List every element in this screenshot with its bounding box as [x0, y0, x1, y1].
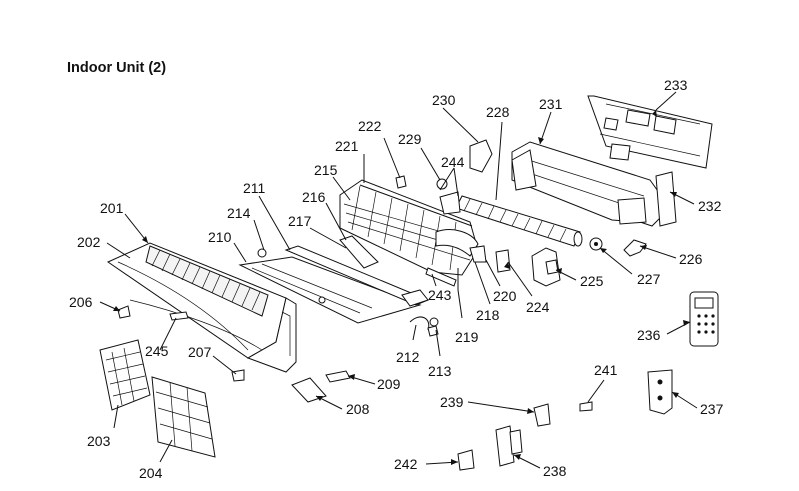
callout-244: 244 — [441, 154, 465, 170]
callout-219: 219 — [455, 329, 479, 345]
small-part-239 — [533, 403, 551, 427]
intake-grille — [145, 245, 269, 317]
small-part-220-body — [469, 245, 487, 263]
evaporator-coil-part — [339, 179, 479, 276]
callout-227: 227 — [637, 271, 661, 287]
callout-239: 239 — [440, 394, 464, 410]
callout-243: 243 — [428, 287, 452, 303]
callout-231: 231 — [539, 96, 563, 112]
callout-211: 211 — [243, 180, 266, 196]
small-part-209 — [325, 370, 351, 383]
mounting-plate-part — [587, 95, 713, 169]
remote-control-part — [689, 291, 719, 347]
callout-242: 242 — [394, 456, 418, 472]
motor-bearing-part — [589, 237, 603, 251]
air-filter-left — [99, 339, 151, 411]
callout-210: 210 — [208, 229, 232, 245]
callout-208: 208 — [346, 401, 370, 417]
callout-220: 220 — [493, 288, 517, 304]
air-filter-right — [151, 376, 216, 458]
callout-207: 207 — [188, 344, 212, 360]
callout-222: 222 — [358, 118, 382, 134]
callout-202: 202 — [77, 234, 101, 250]
callout-216: 216 — [302, 189, 326, 205]
callout-213: 213 — [428, 363, 452, 379]
louver-motor-part — [409, 316, 439, 337]
callout-229: 229 — [398, 131, 422, 147]
small-part-241 — [579, 401, 593, 412]
small-part-244 — [439, 191, 461, 215]
callout-233: 233 — [664, 77, 688, 93]
callout-labels: 201 202 203 204 206 207 208 209 210 211 … — [69, 77, 724, 481]
small-part-206 — [117, 305, 131, 319]
callout-201: 201 — [100, 200, 124, 216]
small-part-245 — [169, 311, 189, 321]
remote-holder-part — [647, 369, 673, 415]
small-part-238 — [495, 425, 523, 467]
callout-215: 215 — [314, 162, 338, 178]
coil-top-rail — [359, 184, 473, 227]
callout-225: 225 — [580, 273, 604, 289]
callout-238: 238 — [543, 463, 567, 479]
small-part-243 — [425, 267, 457, 287]
callout-209: 209 — [377, 376, 401, 392]
callout-241: 241 — [594, 362, 618, 378]
small-part-222 — [395, 175, 407, 189]
callout-204: 204 — [139, 465, 163, 481]
callout-212: 212 — [396, 349, 420, 365]
small-part-229 — [436, 178, 448, 190]
fan-motor-part — [531, 247, 561, 287]
callout-232: 232 — [698, 198, 722, 214]
callout-217: 217 — [288, 213, 312, 229]
callout-224: 224 — [526, 299, 550, 315]
callout-203: 203 — [87, 433, 111, 449]
callout-245: 245 — [145, 343, 169, 359]
callout-214: 214 — [227, 205, 251, 221]
front-panel-part — [106, 242, 297, 373]
bearing-holder-part — [469, 139, 493, 173]
callout-226: 226 — [679, 251, 703, 267]
callout-218: 218 — [476, 307, 500, 323]
page-title: Indoor Unit (2) — [67, 60, 167, 76]
leader-arrowheads — [113, 110, 690, 465]
chassis-part — [511, 141, 677, 227]
callout-236: 236 — [637, 327, 661, 343]
small-part-242 — [457, 449, 475, 471]
drain-pan-part — [238, 245, 430, 324]
small-part-224 — [495, 249, 511, 273]
callout-237: 237 — [700, 401, 724, 417]
callout-230: 230 — [432, 92, 456, 108]
callout-206: 206 — [69, 294, 93, 310]
callout-221: 221 — [335, 138, 359, 154]
callout-228: 228 — [486, 104, 510, 120]
